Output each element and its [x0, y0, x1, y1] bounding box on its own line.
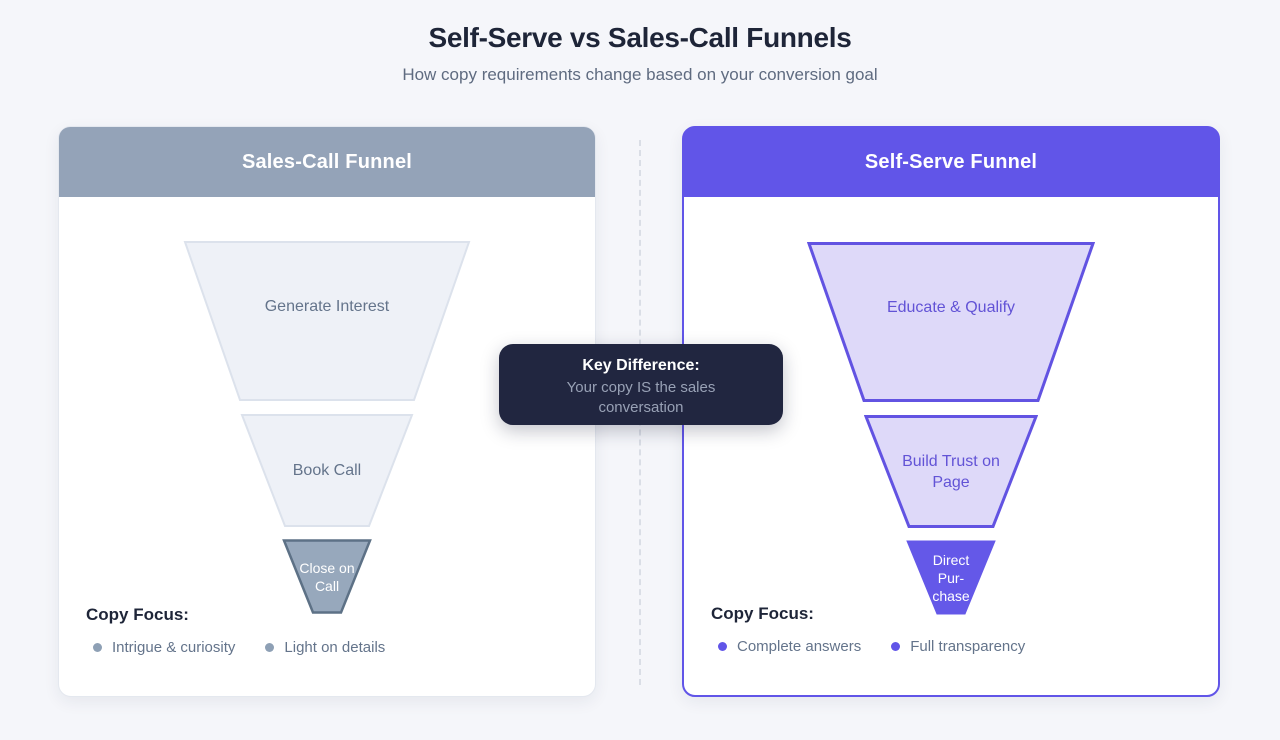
bullet-dot-icon [265, 643, 275, 652]
copy-focus-list: Complete answers Full transparency [711, 638, 1198, 655]
key-difference-heading: Key Difference: [582, 357, 700, 374]
copy-focus-item: Full transparency [891, 638, 1025, 655]
copy-focus-item: Intrigue & curiosity [93, 639, 235, 656]
sales-call-panel-header: Sales-Call Funnel [59, 127, 595, 197]
trapezoid-shape [864, 415, 1038, 528]
key-difference-badge: Key Difference: Your copy IS the sales c… [499, 344, 783, 425]
page-title: Self-Serve vs Sales-Call Funnels [428, 22, 852, 53]
self-serve-panel-header: Self-Serve Funnel [683, 127, 1219, 197]
self-serve-copy-focus: Copy Focus: Complete answers Full transp… [711, 604, 1198, 655]
copy-focus-item-label: Light on details [284, 639, 386, 656]
copy-focus-item-label: Full transparency [910, 638, 1026, 655]
key-difference-body: Your copy IS the sales conversation [566, 379, 716, 416]
page-subtitle: How copy requirements change based on yo… [402, 65, 878, 84]
copy-focus-list: Intrigue & curiosity Light on details [86, 639, 575, 656]
self-serve-tier-educate-qualify: Educate & Qualify [807, 242, 1095, 402]
bullet-dot-icon [891, 642, 901, 651]
sales-call-tier-close-on-call: Close on Call [282, 539, 372, 614]
bullet-dot-icon [718, 642, 727, 651]
copy-focus-heading: Copy Focus: [86, 605, 189, 624]
trapezoid-shape [183, 241, 471, 401]
trapezoid-shape [906, 540, 996, 615]
sales-call-tier-generate-interest: Generate Interest [183, 241, 471, 401]
self-serve-tier-build-trust: Build Trust on Page [864, 415, 1038, 528]
sales-call-tier-book-call: Book Call [240, 414, 414, 527]
copy-focus-item: Complete answers [718, 638, 861, 655]
self-serve-panel-title: Self-Serve Funnel [864, 150, 1038, 173]
copy-focus-item-label: Intrigue & curiosity [112, 639, 236, 656]
sales-call-copy-focus: Copy Focus: Intrigue & curiosity Light o… [86, 605, 575, 656]
sales-call-panel-title: Sales-Call Funnel [241, 150, 413, 173]
bullet-dot-icon [93, 643, 102, 652]
trapezoid-shape [240, 414, 414, 527]
copy-focus-heading: Copy Focus: [711, 604, 814, 623]
copy-focus-item: Light on details [265, 639, 385, 656]
trapezoid-shape [282, 539, 372, 614]
copy-focus-item-label: Complete answers [737, 638, 862, 655]
trapezoid-shape [807, 242, 1095, 402]
